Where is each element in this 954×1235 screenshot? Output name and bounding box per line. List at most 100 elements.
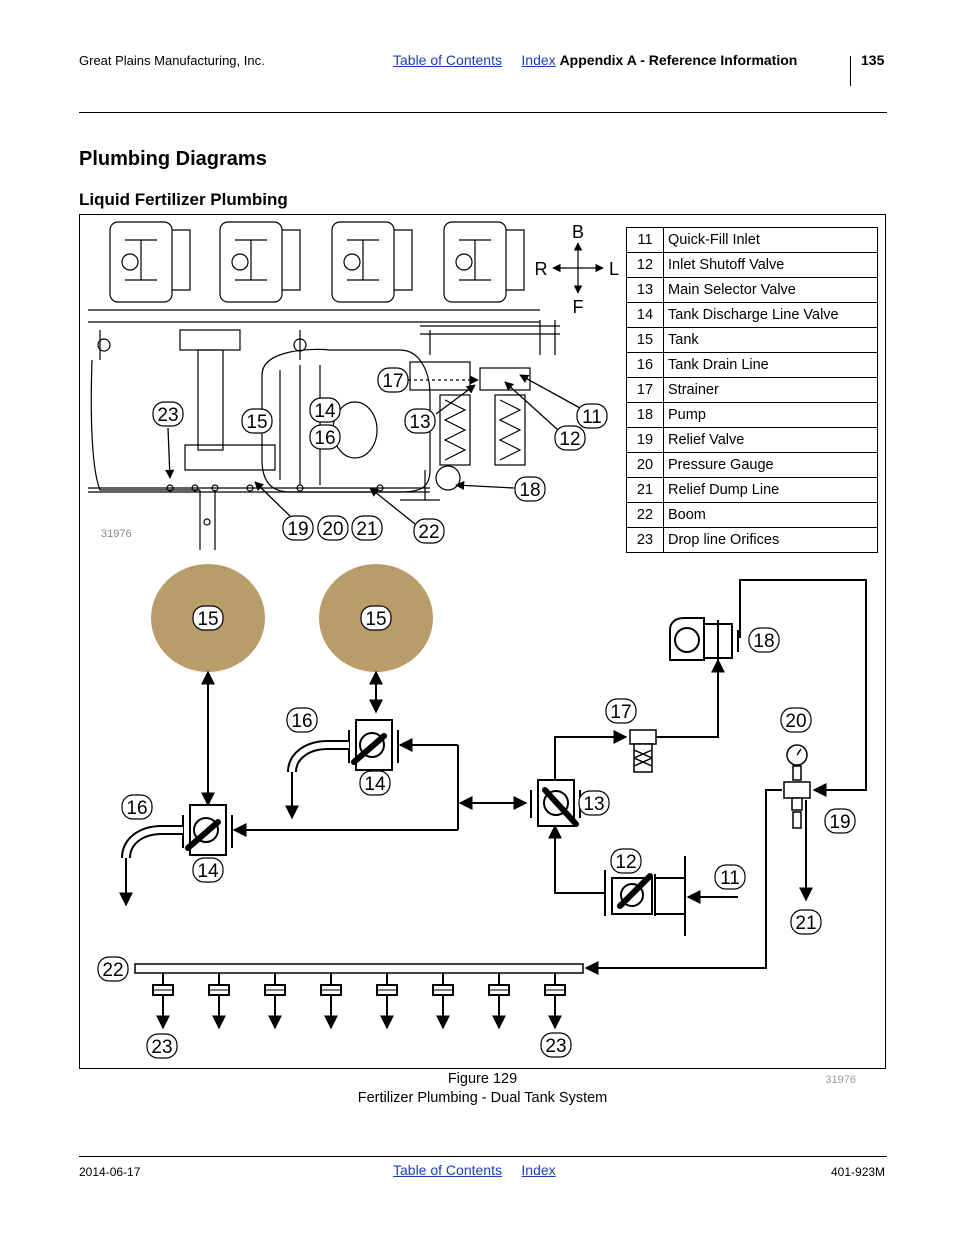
callout-19: 19 — [282, 515, 314, 541]
callout-14: 14 — [309, 397, 341, 423]
drop-orifice — [432, 973, 454, 1030]
svg-text:18: 18 — [753, 631, 774, 652]
callout-12: 12 — [610, 848, 642, 874]
drop-orifice — [376, 973, 398, 1030]
svg-text:19: 19 — [287, 519, 308, 540]
compass-back: B — [572, 222, 584, 242]
svg-text:11: 11 — [582, 407, 602, 428]
svg-text:23: 23 — [157, 405, 178, 426]
component-number: 18 — [626, 402, 664, 428]
section-subtitle: Liquid Fertilizer Plumbing — [79, 190, 288, 209]
pressure-gauge-icon — [786, 744, 808, 781]
callout-11: 11 — [714, 864, 746, 890]
footer-toc-link[interactable]: Table of Contents — [393, 1162, 502, 1178]
footer-rule — [79, 1156, 887, 1157]
callout-15: 15 — [192, 605, 224, 631]
callout-15: 15 — [241, 408, 273, 434]
inlet-shutoff-valve — [604, 856, 686, 936]
figure-caption: Fertilizer Plumbing - Dual Tank System — [357, 1090, 608, 1106]
svg-text:20: 20 — [785, 711, 806, 732]
component-label: Tank Discharge Line Valve — [663, 302, 878, 328]
page-title: Plumbing Diagrams — [79, 148, 267, 170]
component-number: 21 — [626, 477, 664, 503]
svg-text:16: 16 — [126, 798, 147, 819]
svg-text:16: 16 — [314, 428, 335, 449]
drop-orifice — [264, 973, 286, 1030]
component-label: Relief Dump Line — [663, 477, 878, 503]
callout-13: 13 — [578, 790, 610, 816]
svg-text:15: 15 — [197, 609, 218, 630]
component-label: Strainer — [663, 377, 878, 403]
component-number: 16 — [626, 352, 664, 378]
svg-text:11: 11 — [720, 868, 740, 889]
component-number: 22 — [626, 502, 664, 528]
callout-19: 19 — [824, 808, 856, 834]
main-selector-valve — [530, 779, 581, 827]
component-label: Tank Drain Line — [663, 352, 878, 378]
callout-22: 22 — [97, 956, 129, 982]
figure-number: Figure 129 — [447, 1071, 518, 1087]
callout-16: 16 — [121, 794, 153, 820]
callout-23: 23 — [540, 1032, 572, 1058]
svg-text:17: 17 — [382, 371, 403, 392]
component-label: Drop line Orifices — [663, 527, 878, 553]
svg-text:15: 15 — [365, 609, 386, 630]
component-number: 19 — [626, 427, 664, 453]
svg-text:12: 12 — [615, 852, 636, 873]
callout-21: 21 — [790, 909, 822, 935]
svg-text:21: 21 — [356, 519, 377, 540]
callout-12: 12 — [554, 425, 586, 451]
svg-text:23: 23 — [545, 1036, 566, 1057]
callout-17: 17 — [377, 367, 409, 393]
footer-nav: Table of Contents Index — [393, 1162, 556, 1178]
callout-17: 17 — [605, 698, 637, 724]
svg-text:13: 13 — [583, 794, 604, 815]
section-title: Appendix A - Reference Information — [559, 52, 798, 68]
svg-text:14: 14 — [364, 774, 386, 795]
doc-number: 401-923M — [831, 1165, 886, 1179]
component-number: 13 — [626, 277, 664, 303]
page-number: 135 — [861, 52, 885, 68]
footer-date: 2014-06-17 — [79, 1165, 141, 1179]
company-name: Great Plains Manufacturing, Inc. — [79, 53, 265, 68]
component-label: Main Selector Valve — [663, 277, 878, 303]
component-label: Pressure Gauge — [663, 452, 878, 478]
planter-illustration — [88, 221, 560, 550]
svg-text:19: 19 — [829, 812, 850, 833]
strainer-icon — [629, 729, 657, 773]
drop-orifice — [208, 973, 230, 1030]
drop-orifice — [544, 973, 566, 1030]
header-divider — [850, 56, 851, 86]
component-number: 14 — [626, 302, 664, 328]
svg-text:17: 17 — [610, 702, 631, 723]
svg-text:18: 18 — [519, 480, 540, 501]
toc-link[interactable]: Table of Contents — [393, 52, 502, 68]
svg-text:13: 13 — [409, 412, 430, 433]
figure-frame — [79, 214, 886, 1069]
relief-valve-icon — [783, 781, 811, 829]
drop-orifice — [320, 973, 342, 1030]
callout-16: 16 — [309, 424, 341, 450]
component-label: Boom — [663, 502, 878, 528]
svg-text:20: 20 — [322, 519, 343, 540]
svg-text:12: 12 — [559, 429, 580, 450]
component-label: Inlet Shutoff Valve — [663, 252, 878, 278]
index-link[interactable]: Index — [521, 52, 556, 68]
callout-11: 11 — [576, 403, 608, 429]
svg-text:23: 23 — [151, 1037, 172, 1058]
svg-text:15: 15 — [246, 412, 267, 433]
callout-22: 22 — [413, 518, 445, 544]
drop-line-orifices — [152, 973, 566, 1030]
footer-index-link[interactable]: Index — [521, 1162, 556, 1178]
